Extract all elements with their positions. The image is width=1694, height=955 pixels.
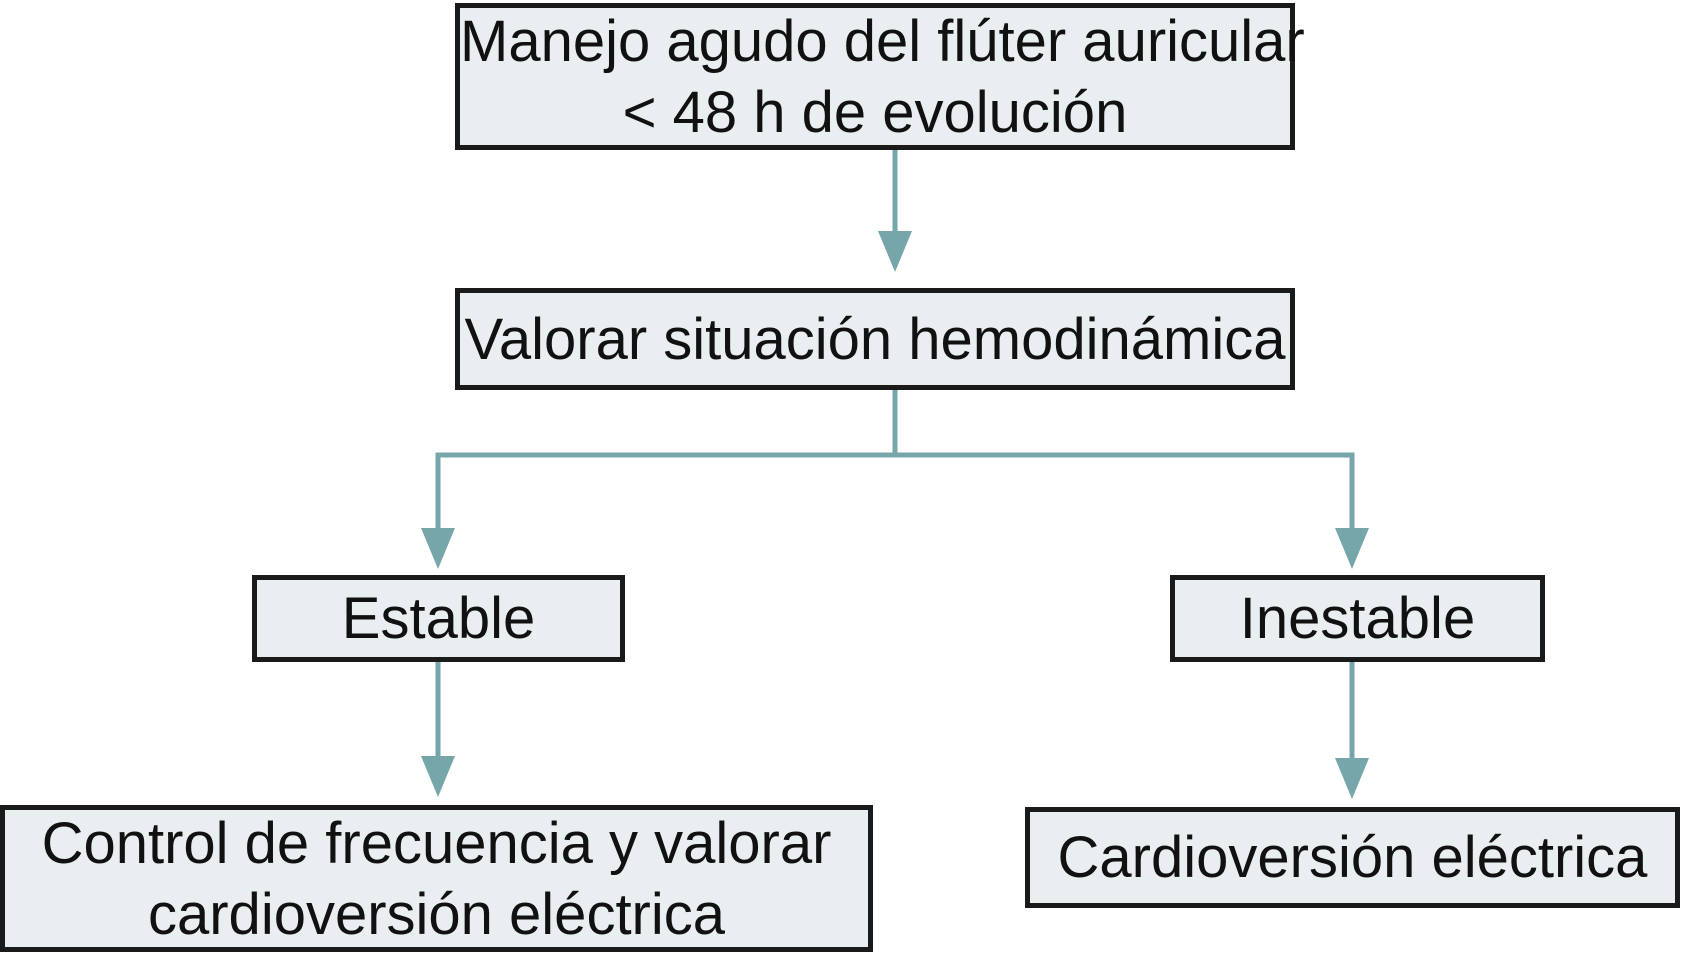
node-root: Manejo agudo del flúter auricular < 48 h… [455,3,1305,150]
arrowhead-root-to-assess [878,231,912,272]
node-stable-label: Estable [341,586,536,651]
node-unstable-action-label: Cardioversión eléctrica [1057,825,1648,890]
node-stable-action: Control de frecuencia y valorar cardiove… [0,805,873,952]
node-unstable-action: Cardioversión eléctrica [1025,807,1680,908]
node-stable-action-label-line2: cardioversión eléctrica [147,881,726,947]
node-unstable: Inestable [1170,575,1545,662]
node-root-label-line2: < 48 h de evolución [622,79,1128,145]
node-unstable-label: Inestable [1239,586,1476,651]
node-stable: Estable [252,575,625,662]
node-stable-action-label-line1: Control de frecuencia y valorar [41,810,832,876]
node-assess-label: Valorar situación hemodinámica [464,306,1286,372]
arrowhead-branch-to-unstable [1335,528,1369,569]
node-root-label-line1: Manejo agudo del flúter auricular [460,8,1305,74]
arrowhead-unstable-to-action [1335,758,1369,799]
arrowhead-branch-to-stable [421,528,455,569]
arrowhead-stable-to-action [421,756,455,797]
node-assess: Valorar situación hemodinámica [455,288,1295,390]
connector-branch [435,452,1355,530]
